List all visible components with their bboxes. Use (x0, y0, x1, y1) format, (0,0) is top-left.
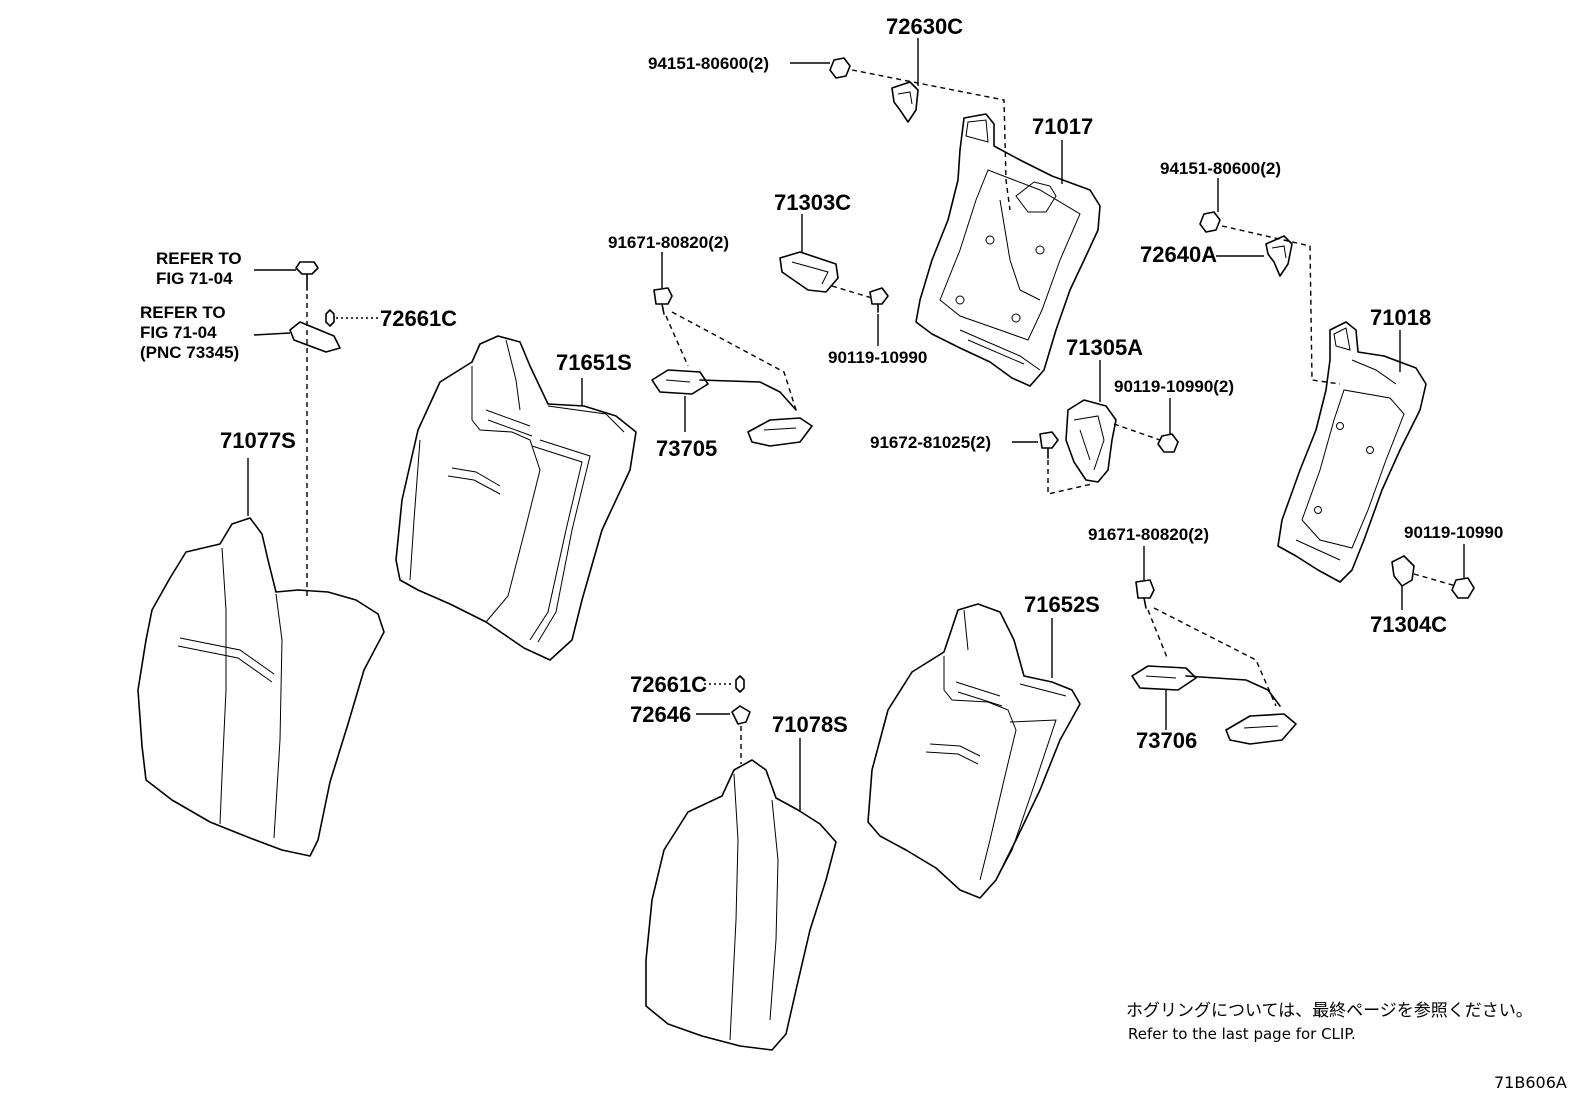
label-72640a: 72640A (1140, 242, 1217, 267)
seatback-cover-71651s-icon (395, 335, 637, 661)
striker-73706-icon (1131, 665, 1297, 745)
bolt-91671-top-icon (653, 287, 673, 315)
refer-1-line1: REFER TO (156, 249, 242, 268)
clip-note-japanese: ホグリングについては、最終ページを参照ください。 (1126, 1001, 1533, 1021)
hinge-72640a-icon (1265, 235, 1293, 277)
refer-2-line2: FIG 71-04 (140, 323, 217, 342)
clip-72661c-mid-icon (735, 675, 745, 693)
refer-bolt-icon (295, 261, 319, 291)
label-91672: 91672-81025(2) (870, 433, 991, 452)
label-72630c: 72630C (886, 14, 963, 39)
lock-71303c-icon (779, 251, 839, 293)
label-94151-top: 94151-80600(2) (648, 54, 769, 73)
clip-72646-icon (731, 705, 751, 725)
label-91671-mid: 91671-80820(2) (1088, 525, 1209, 544)
bolt-91672-icon (1039, 431, 1059, 459)
label-90119-b: 90119-10990(2) (1114, 377, 1234, 396)
label-72646: 72646 (630, 702, 691, 727)
refer-2-line1: REFER TO (140, 303, 226, 322)
label-90119-c: 90119-10990 (1404, 523, 1503, 542)
label-73706: 73706 (1136, 728, 1197, 753)
seatback-frame-71018-icon (1277, 321, 1427, 583)
refer-bracket-icon (289, 321, 341, 353)
label-71077s: 71077S (220, 428, 296, 453)
clip-72661c-left-icon (325, 309, 335, 327)
label-91671-top: 91671-80820(2) (608, 233, 729, 252)
clip-note-english: Refer to the last page for CLIP. (1128, 1025, 1356, 1043)
bolt-91671-mid-icon (1135, 579, 1155, 609)
label-71651s: 71651S (556, 350, 632, 375)
lock-71304c-icon (1391, 555, 1415, 587)
nut-90119-b-icon (1157, 433, 1179, 453)
nut-94151-top-icon (829, 57, 851, 79)
label-94151-right: 94151-80600(2) (1160, 159, 1281, 178)
seatback-frame-71017-icon (915, 113, 1101, 387)
striker-73705-icon (651, 369, 813, 447)
label-72661c-left: 72661C (380, 306, 457, 331)
nut-94151-right-icon (1199, 211, 1221, 233)
refer-1-line2: FIG 71-04 (156, 269, 233, 288)
label-71304c: 71304C (1370, 612, 1447, 637)
seat-cover-71078s-icon (645, 759, 837, 1051)
label-72661c-mid: 72661C (630, 672, 707, 697)
figure-code: 71B606A (1494, 1073, 1567, 1092)
bolt-90119-a-icon (869, 287, 889, 313)
label-71078s: 71078S (772, 712, 848, 737)
recliner-71305a-icon (1065, 399, 1117, 483)
label-73705: 73705 (656, 436, 717, 461)
label-71018: 71018 (1370, 305, 1431, 330)
label-90119-a: 90119-10990 (828, 348, 927, 367)
label-71017: 71017 (1032, 114, 1093, 139)
seat-cover-71077s-icon (137, 517, 385, 857)
refer-2-line3: (PNC 73345) (140, 343, 239, 362)
label-71305a: 71305A (1066, 335, 1143, 360)
hinge-72630c-icon (891, 81, 919, 123)
label-71303c: 71303C (774, 190, 851, 215)
label-71652s: 71652S (1024, 592, 1100, 617)
nut-90119-c-icon (1451, 577, 1475, 599)
seatback-cover-71652s-icon (867, 603, 1081, 899)
